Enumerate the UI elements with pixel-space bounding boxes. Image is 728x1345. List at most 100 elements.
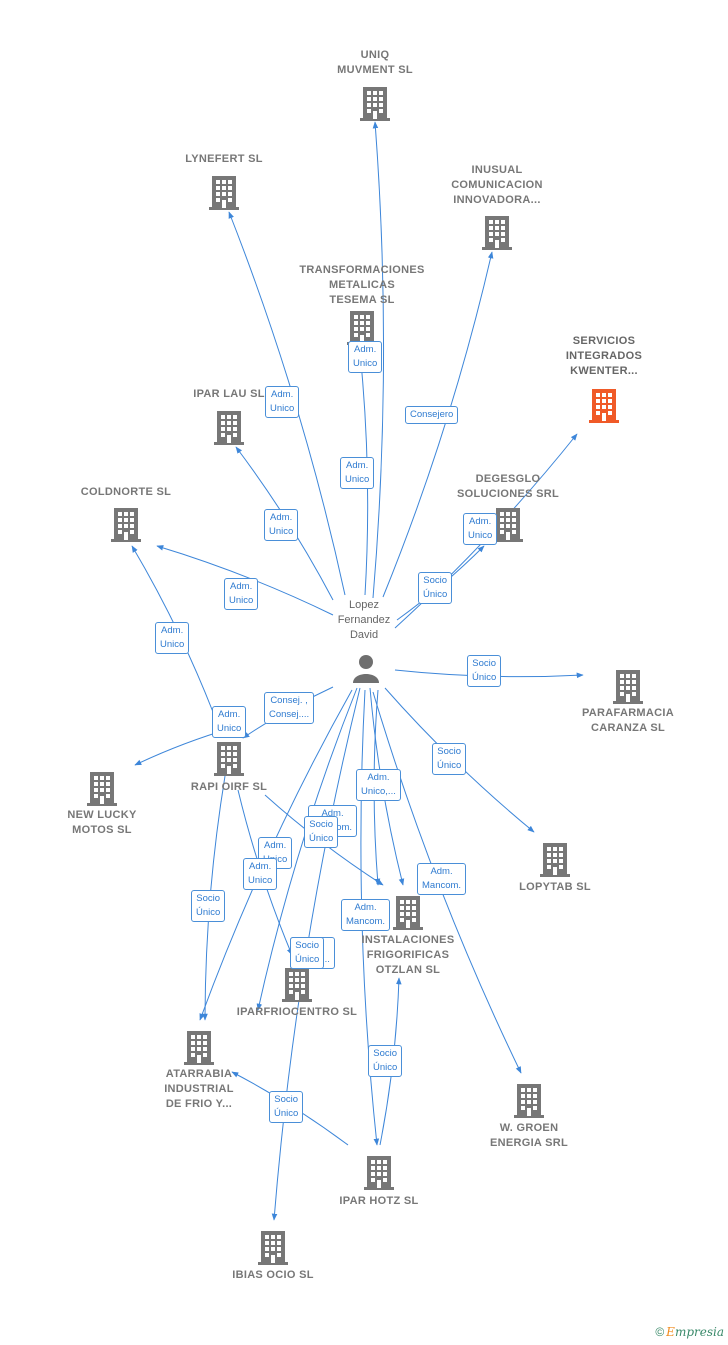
relation-label-line: Unico — [217, 723, 242, 734]
building-icon-uniq[interactable] — [360, 87, 390, 121]
relation-edge-2 — [382, 251, 494, 598]
relation-label-line: Adm. — [367, 772, 390, 783]
relation-label-10[interactable]: Adm.Unico — [212, 706, 247, 738]
company-label-ibias[interactable]: IBIAS OCIO SL — [198, 1268, 348, 1283]
building-icon-wgroen[interactable] — [514, 1084, 544, 1118]
relation-edge-7 — [156, 545, 334, 616]
company-label-line: COMUNICACION — [451, 179, 543, 191]
building-icon-coldnorte[interactable] — [111, 508, 141, 542]
company-label-line: METALICAS — [328, 279, 396, 291]
building-icon-servicios[interactable] — [589, 389, 619, 423]
brand-name: mpresia — [674, 1325, 724, 1339]
company-label-iparfrio[interactable]: IPARFRIOCENTRO SL — [222, 1005, 372, 1020]
company-label-line: IBIAS OCIO SL — [232, 1269, 314, 1281]
relation-label-3[interactable]: Consejero — [405, 406, 459, 424]
company-label-lopytab[interactable]: LOPYTAB SL — [480, 880, 630, 895]
relation-label-11[interactable]: Consej. ,Consej.... — [264, 692, 315, 724]
building-icon-ibias[interactable] — [258, 1231, 288, 1265]
relation-label-19[interactable]: Adm.Unico — [243, 858, 278, 890]
company-label-line: ATARRABIA — [165, 1068, 233, 1080]
building-icon-iparhotz[interactable] — [364, 1156, 394, 1190]
relation-label-line: Adm. — [469, 516, 492, 527]
relation-label-line: Socio — [437, 746, 462, 757]
relation-label-6[interactable]: Adm.Unico — [224, 578, 259, 610]
relation-label-line: Mancom. — [346, 916, 386, 927]
company-label-line: DE FRIO Y... — [165, 1098, 233, 1110]
person-name[interactable]: Lopez Fernandez David — [337, 599, 391, 641]
relation-label-line: Unico — [269, 526, 294, 537]
relation-label-line: Único — [373, 1062, 398, 1073]
relation-label-line: Único — [309, 833, 334, 844]
relation-label-14[interactable]: Adm. Mancom. — [417, 863, 467, 895]
company-label-iparhotz[interactable]: IPAR HOTZ SL — [304, 1194, 454, 1209]
company-label-line: IPAR HOTZ SL — [339, 1195, 419, 1207]
relation-label-15[interactable]: Adm.Mancom. — [341, 899, 391, 931]
relation-label-2[interactable]: Adm.Unico — [340, 457, 375, 489]
relation-label-line: Adm. — [230, 581, 253, 592]
building-icon-rapi[interactable] — [214, 742, 244, 776]
building-icon-iparfrio[interactable] — [282, 968, 312, 1002]
relation-label-line: Consejero — [410, 409, 454, 420]
company-label-coldnorte[interactable]: COLDNORTE SL — [51, 485, 201, 500]
building-icon-atarrabia[interactable] — [184, 1031, 214, 1065]
relation-label-line: Único — [472, 672, 497, 683]
building-icon-transform[interactable] — [347, 311, 377, 345]
relation-label-line: Socio — [373, 1048, 398, 1059]
company-label-line: LYNEFERT SL — [185, 153, 263, 165]
relation-label-line: Adm. — [346, 460, 369, 471]
building-icon-inusual[interactable] — [482, 216, 512, 250]
relation-label-line: Adm. — [430, 866, 453, 877]
building-icon-newlucky[interactable] — [87, 772, 117, 806]
relation-label-1[interactable]: Adm.Unico — [265, 386, 300, 418]
building-icon-iparlau[interactable] — [214, 411, 244, 445]
company-label-degesglo[interactable]: DEGESGLO SOLUCIONES SRL — [433, 472, 583, 502]
company-label-line: W. GROEN — [499, 1122, 559, 1134]
relation-label-line: Unico — [160, 639, 185, 650]
relation-label-8[interactable]: Adm.Unico — [155, 622, 190, 654]
relation-label-4[interactable]: Adm.Unico — [264, 509, 299, 541]
relation-label-line: Socio — [423, 575, 448, 586]
company-label-line: IPAR LAU SL — [193, 388, 265, 400]
brand-initial: E — [666, 1325, 675, 1339]
company-label-line: INTEGRADOS — [565, 350, 643, 362]
person-icon[interactable] — [353, 655, 379, 683]
relation-label-13[interactable]: Adm.Unico,... — [356, 769, 401, 801]
company-label-line: KWENTER... — [570, 365, 638, 377]
company-label-line: OTZLAN SL — [375, 964, 441, 976]
relation-label-line: Adm. — [321, 808, 344, 819]
building-icon-parafarmacia[interactable] — [613, 670, 643, 704]
building-icon-instalaciones[interactable] — [393, 896, 423, 930]
company-label-lynefert[interactable]: LYNEFERT SL — [149, 152, 299, 167]
relation-label-line: Unico — [353, 358, 378, 369]
relation-label-0[interactable]: Adm.Unico — [348, 341, 383, 373]
relation-label-line: Mancom. — [422, 880, 462, 891]
building-icon-degesglo[interactable] — [493, 508, 523, 542]
company-label-line: DEGESGLO — [475, 473, 541, 485]
company-label-iparlau[interactable]: IPAR LAU SL — [154, 387, 304, 402]
company-label-line: SOLUCIONES SRL — [457, 488, 559, 500]
company-label-rapi[interactable]: RAPI OIRF SL — [154, 780, 304, 795]
company-label-line: NEW LUCKY — [67, 809, 137, 821]
relation-label-5[interactable]: Adm.Unico — [463, 513, 498, 545]
building-icon-lopytab[interactable] — [540, 843, 570, 877]
relation-edge-0 — [372, 121, 385, 599]
building-icon-lynefert[interactable] — [209, 176, 239, 210]
brand-footer[interactable]: ©Empresia — [655, 1325, 724, 1339]
